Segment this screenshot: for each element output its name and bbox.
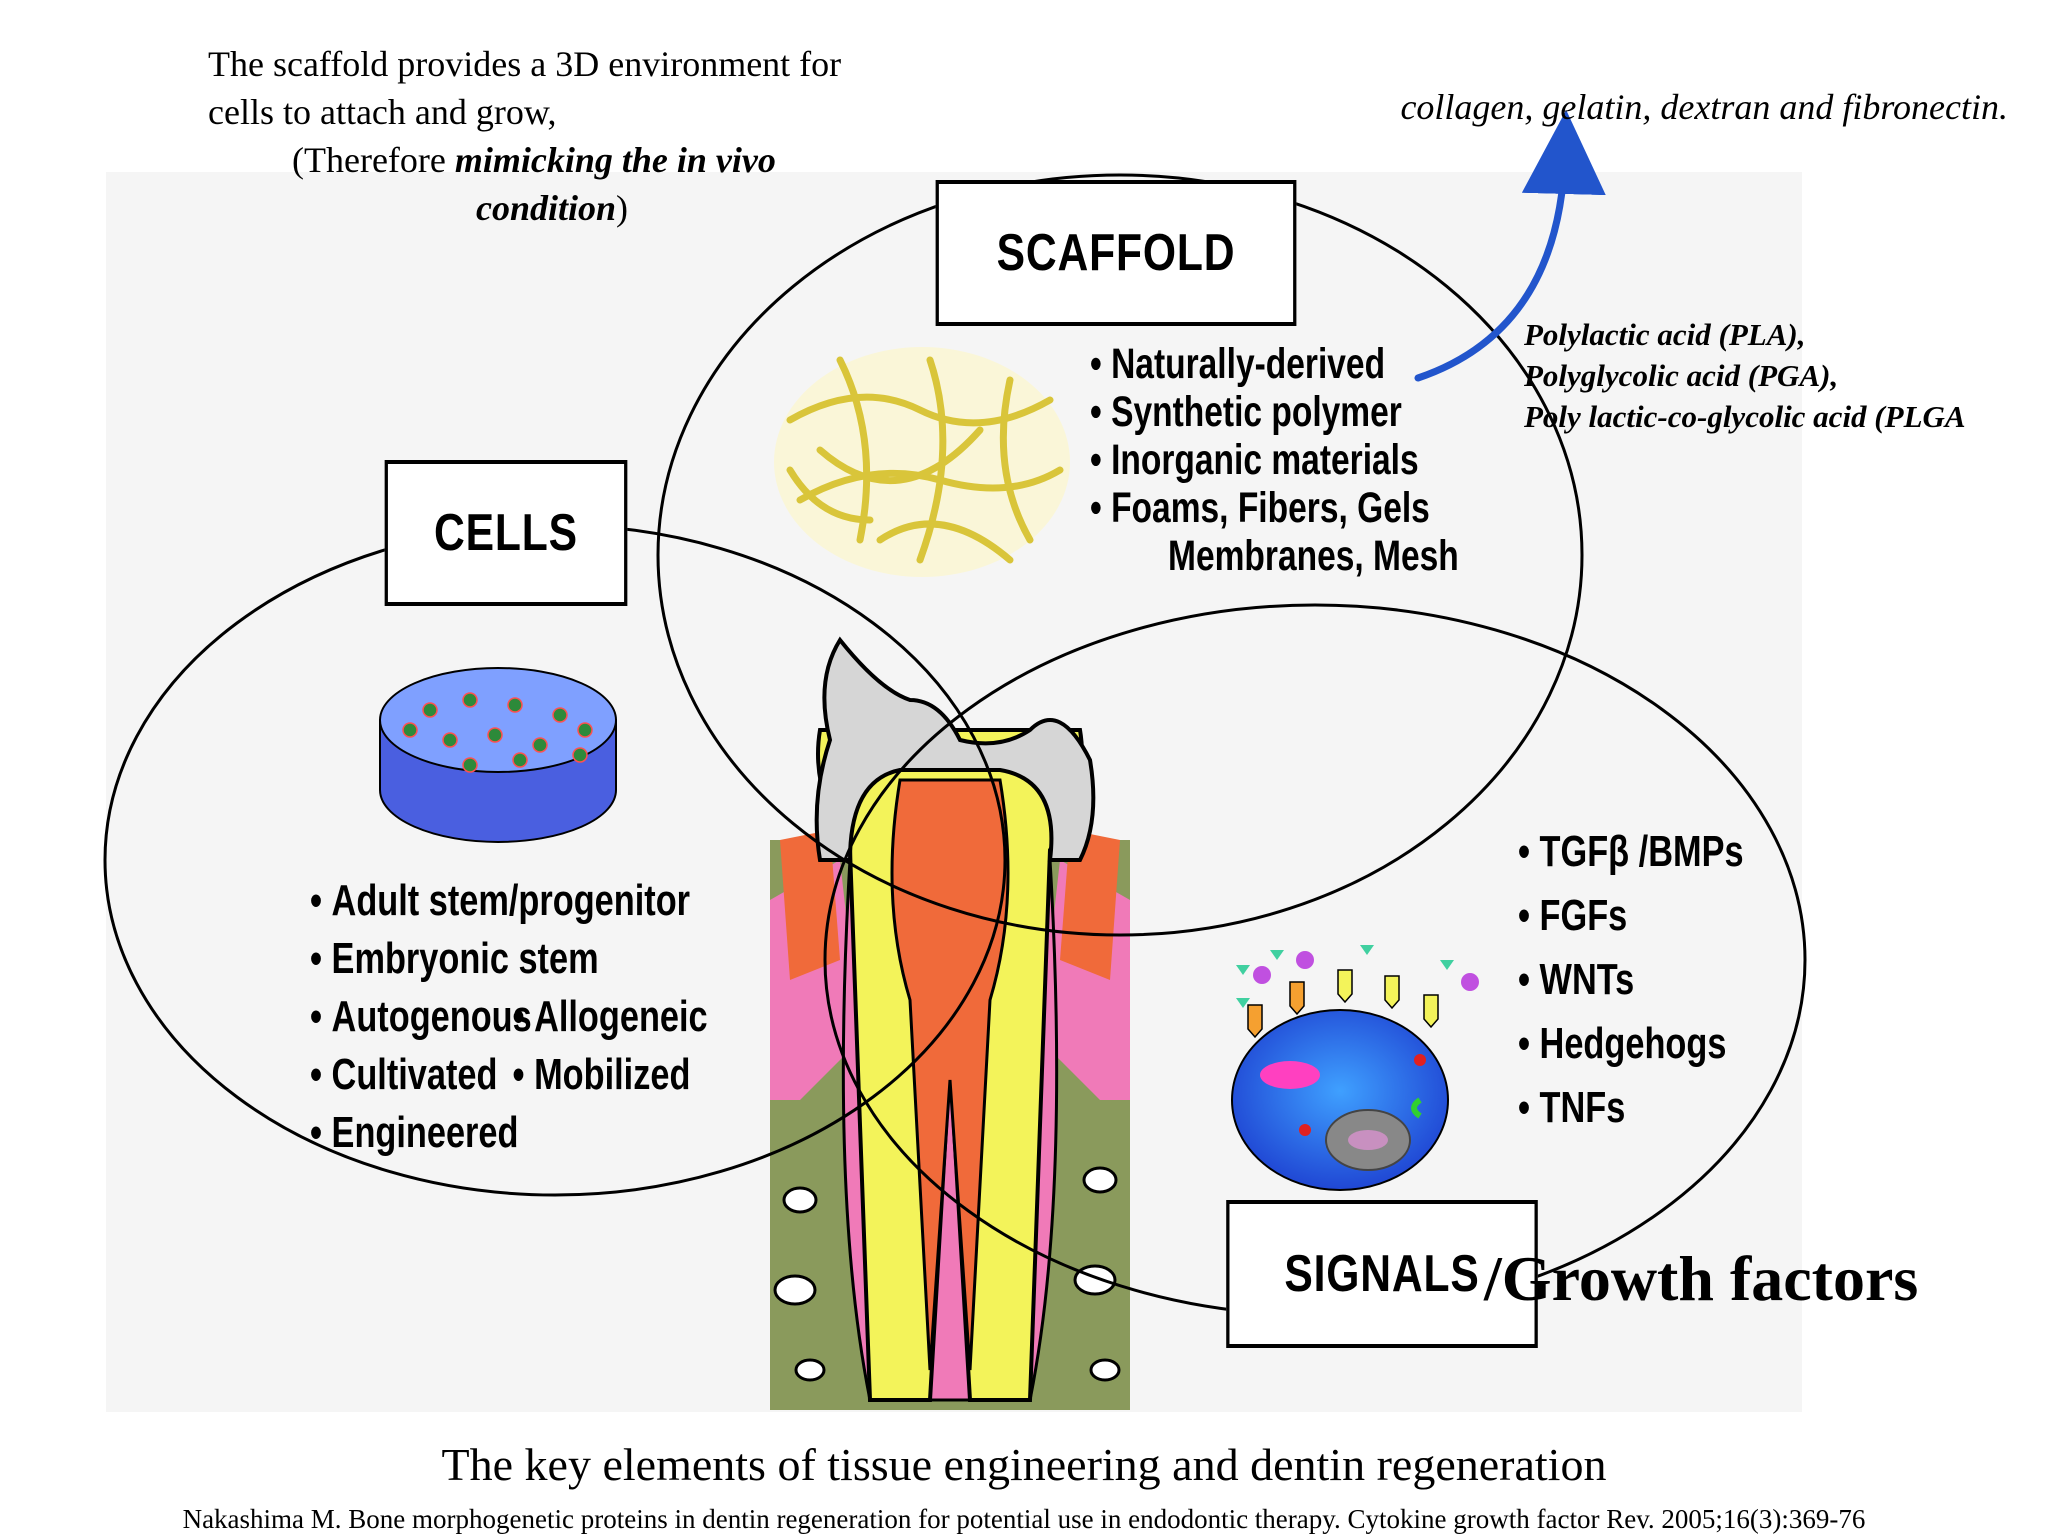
scaffold-items-list: Naturally-derived Synthetic polymer Inor… <box>1090 340 1459 580</box>
cells-item: Cultivated <box>331 1050 498 1099</box>
cells-item: Autogenous <box>331 992 532 1041</box>
tooth-illustration <box>770 636 1130 1410</box>
growth-factors-label: /Growth factors <box>1484 1243 1919 1314</box>
reference-citation: Nakashima M. Bone morphogenetic proteins… <box>182 1504 1866 1534</box>
scaffold-item: Foams, Fibers, Gels <box>1090 484 1459 532</box>
cells-item-bulleted: Allogeneic <box>513 988 708 1046</box>
scaffold-label-box: SCAFFOLD <box>935 180 1297 326</box>
synthetic-material-item: Polyglycolic acid (PGA), <box>1524 358 1839 393</box>
cells-item: Adult stem/progenitor <box>310 872 708 930</box>
figure-caption: The key elements of tissue engineering a… <box>441 1439 1607 1490</box>
cells-label-box: CELLS <box>384 460 628 606</box>
cells-pair-row: AutogenousAllogeneic <box>310 988 708 1046</box>
cells-item-bulleted: Mobilized <box>513 1046 690 1104</box>
note-line-3: (Therefore mimicking the in vivo <box>208 136 968 184</box>
gingiva-right <box>1060 830 1120 980</box>
note-line-3-prefix: (Therefore <box>292 140 455 180</box>
signals-item: Hedgehogs <box>1518 1012 1744 1076</box>
cells-item: Engineered <box>310 1104 708 1162</box>
cells-pair-row: Cultivated Mobilized <box>310 1046 708 1104</box>
note-line-1: The scaffold provides a 3D environment f… <box>208 44 842 84</box>
signaling-cell-image <box>1231 945 1479 1191</box>
signals-item: WNTs <box>1518 948 1744 1012</box>
note-line-2: cells to attach and grow, <box>208 92 557 132</box>
petri-dish-image <box>379 667 617 843</box>
signals-item: FGFs <box>1518 884 1744 948</box>
scaffold-item-continuation: Membranes, Mesh <box>1168 532 1459 580</box>
scaffold-item: Inorganic materials <box>1090 436 1459 484</box>
cells-items-list: Adult stem/progenitor Embryonic stem Aut… <box>310 872 708 1162</box>
signals-item: TGFβ /BMPs <box>1518 820 1744 884</box>
note-line-4-suffix: ) <box>616 188 629 228</box>
synthetic-material-item: Polylactic acid (PLA), <box>1524 317 1806 352</box>
scaffold-ellipse <box>656 173 1584 937</box>
pulp <box>890 778 1010 1371</box>
note-line-3-emphasis: mimicking the in vivo <box>454 140 776 180</box>
natural-materials-text: collagen, gelatin, dextran and fibronect… <box>1400 87 2008 127</box>
note-line-4-emphasis: condition <box>476 188 617 228</box>
scaffold-description-note: The scaffold provides a 3D environment f… <box>208 40 968 232</box>
scaffold-fiber-image <box>774 347 1070 577</box>
scaffold-item: Naturally-derived <box>1090 340 1459 388</box>
synthetic-materials-list: Polylactic acid (PLA), Polyglycolic acid… <box>1524 314 1966 437</box>
synthetic-material-item: Poly lactic-co-glycolic acid (PLGA <box>1524 399 1966 434</box>
signals-label-box: SIGNALS <box>1226 1200 1538 1348</box>
signals-item: TNFs <box>1518 1076 1744 1140</box>
crown <box>814 636 1096 862</box>
note-line-4: condition) <box>208 184 968 232</box>
cells-item: Embryonic stem <box>310 930 708 988</box>
scaffold-item: Synthetic polymer <box>1090 388 1459 436</box>
signals-items-list: TGFβ /BMPs FGFs WNTs Hedgehogs TNFs <box>1518 820 1744 1140</box>
